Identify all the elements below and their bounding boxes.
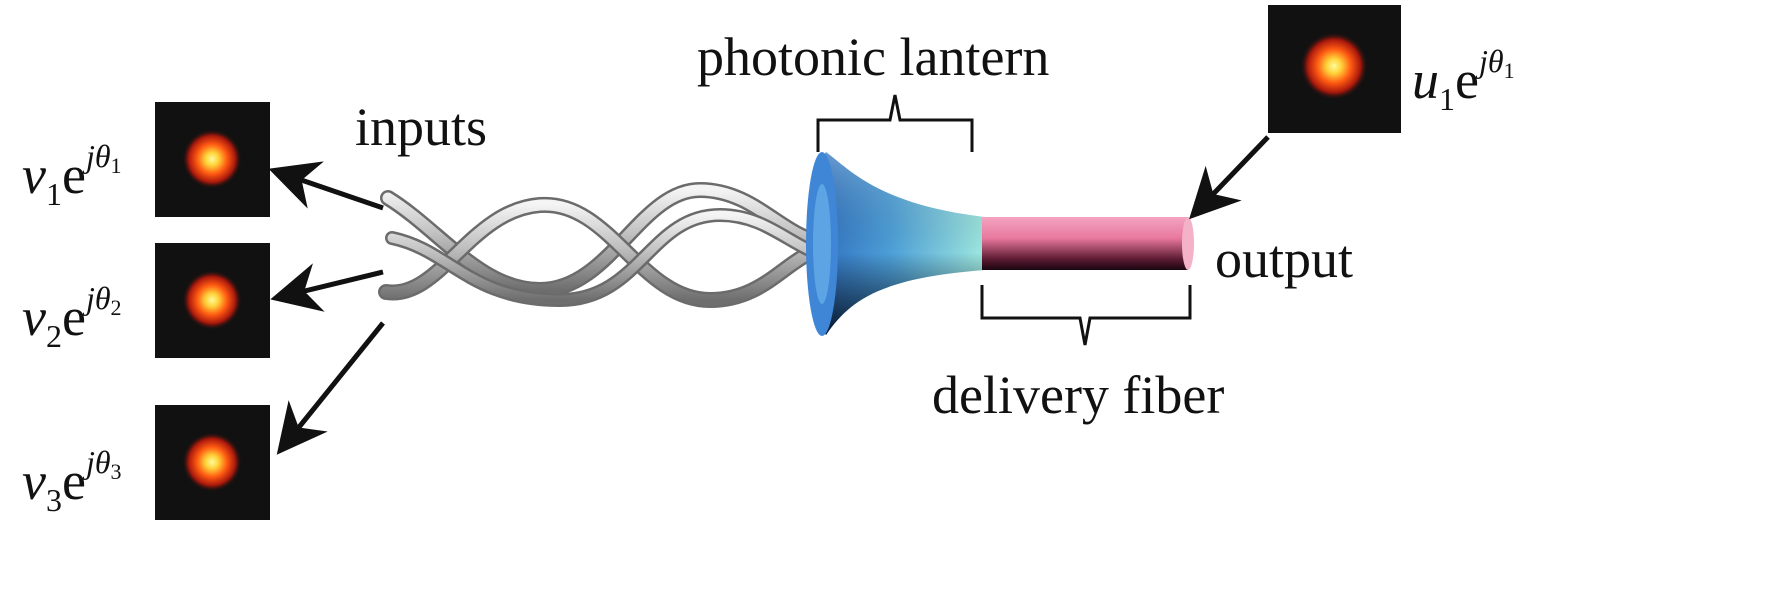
arrow-to-input-3	[276, 321, 385, 455]
input-field-v2-label: v2ejθ2	[22, 280, 122, 354]
arrow-to-input-1	[268, 161, 384, 211]
delivery-fiber	[982, 217, 1194, 270]
delivery-fiber-bracket	[980, 285, 1192, 346]
inputs-label: inputs	[355, 97, 488, 157]
input-mode-1	[155, 102, 270, 217]
input-mode-3	[155, 405, 270, 520]
photonic-lantern-label: photonic lantern	[697, 27, 1050, 87]
arrow-from-output-mode	[1189, 135, 1270, 220]
input-field-v1-label: v1ejθ1	[22, 138, 122, 212]
output-field-u1-label: u1ejθ1	[1412, 43, 1515, 117]
photonic-lantern-taper	[806, 152, 985, 336]
input-mode-2	[155, 243, 270, 358]
arrow-to-input-2	[270, 263, 384, 312]
output-label: output	[1215, 229, 1354, 289]
delivery-fiber-label: delivery fiber	[932, 365, 1225, 425]
twisted-fiber-strands	[378, 181, 838, 309]
photonic-lantern-bracket	[816, 94, 974, 152]
input-field-v3-label: v3ejθ3	[22, 444, 122, 518]
output-mode-1	[1268, 5, 1401, 133]
